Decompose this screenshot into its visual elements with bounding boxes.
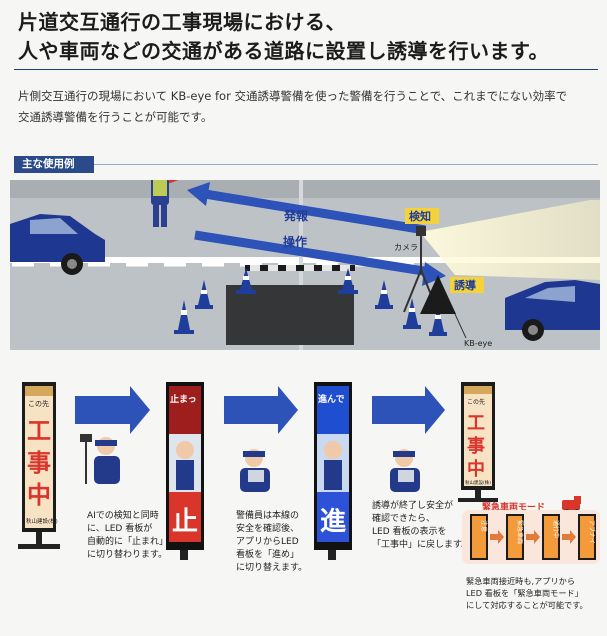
led-sign-2: [166, 382, 204, 560]
step-flow: この先 工 事 中 秋山建設(株) 止まっ 止 進んで 進: [18, 382, 581, 560]
caption-step-2: 警備員は本線の 安全を確認後、 アプリからLED 看板を「進め」 に切り替えます…: [236, 511, 308, 573]
car-right: [505, 280, 600, 341]
kenchi-label-bg: [405, 208, 439, 224]
detection-beam: [420, 200, 600, 280]
cone-3: [236, 268, 256, 294]
sign-4-char-2: 事: [467, 435, 485, 457]
caption-emergency: 緊急車両接近時も,アプリから LED 看板を「緊急車両モード」 にして対応するこ…: [466, 576, 588, 610]
barrier: [245, 265, 355, 271]
title-rule: [14, 69, 598, 70]
sign-3-top: 進んで: [318, 393, 345, 405]
kb-eye-device: [403, 226, 467, 339]
step-arrow-2: [224, 386, 298, 434]
emergency-sign-4: [578, 514, 596, 560]
emergency-sign-2-text: 緊急車両: [516, 520, 524, 544]
led-sign-3: [314, 382, 352, 560]
headline-line-2: 人や車両などの交通がある道路に設置し誘導を行います。: [18, 39, 549, 63]
caption-step-1: AIでの検知と同時 に、LED 看板が 自動的に「止まれ」 に切り替わります。: [87, 511, 169, 560]
emergency-mode-panel: 注意 緊急車両 通行中 アブナイ: [462, 510, 600, 564]
label-kb-eye: KB-eye: [464, 339, 492, 348]
emergency-sign-3: [542, 514, 560, 560]
cone-7: [429, 305, 447, 336]
cone-5: [375, 280, 393, 309]
intro-line-1: 片側交互通行の現場において KB-eye for 交通誘導警備を使った警備を行う…: [18, 89, 568, 103]
emergency-signs: 注意 緊急車両 通行中 アブナイ: [470, 514, 596, 560]
emergency-sign-2: [506, 514, 524, 560]
sign-1-char-3: 中: [27, 481, 51, 509]
emergency-sign-1-text: 注意: [480, 520, 488, 532]
usage-tag: 主な使用例: [14, 156, 94, 173]
label-yuudou: 誘導: [454, 278, 476, 292]
headline: 片道交互通行の工事現場における、 人や車両などの交通がある道路に設置し誘導を行い…: [18, 8, 598, 66]
label-kenchi: 検知: [409, 209, 431, 223]
cone-2: [195, 280, 213, 309]
sign-1-footer: 秋山建設(株): [26, 517, 58, 525]
guard-with-camera: [80, 434, 120, 484]
emergency-sign-3-text: 通行中: [552, 520, 560, 538]
emergency-arrow-1: [490, 530, 504, 544]
label-hatsuhou: 発報: [283, 208, 309, 223]
operation-arrow: [194, 230, 431, 277]
guard-figure: [151, 180, 179, 227]
label-sousa: 操作: [283, 234, 307, 249]
alert-arrow-head: [187, 182, 210, 206]
sign-2-big: 止: [172, 507, 198, 537]
led-sign-1: [18, 382, 60, 549]
sign-1-char-2: 事: [27, 449, 51, 477]
intro-text: 片側交互通行の現場において KB-eye for 交通誘導警備を使った警備を行う…: [18, 86, 598, 128]
step-arrow-3: [372, 386, 445, 434]
cone-6: [403, 298, 421, 329]
emergency-sign-4-text: アブナイ: [588, 520, 596, 544]
caption-step-3: 誘導が終了し安全が 確認できたら、 LED 看板の表示を 「工事中」に戻します。: [372, 501, 471, 550]
headline-line-1: 片道交互通行の工事現場における、: [18, 10, 346, 34]
sign-4-footer: 秋山建設(株): [465, 479, 491, 486]
label-camera: カメラ: [394, 243, 418, 252]
sign-4-top: この先: [467, 398, 485, 406]
sign-2-top: 止まっ: [170, 393, 197, 405]
alert-arrow: [204, 189, 426, 235]
led-sign-4: [458, 382, 498, 502]
intro-line-2: 交通誘導警備を行うことが可能です。: [18, 110, 213, 124]
sign-4-char-3: 中: [467, 458, 485, 480]
emergency-arrow-2: [526, 530, 540, 544]
guard-with-tablet: [240, 449, 270, 492]
road-shoulder: [10, 180, 600, 198]
sign-4-char-1: 工: [467, 413, 485, 434]
step-arrow-1: [75, 386, 150, 434]
sign-3-big: 進: [320, 507, 346, 537]
yuudou-label-bg: [450, 277, 484, 293]
usage-tag-rule: [94, 164, 598, 165]
operation-arrow-head: [422, 262, 446, 286]
sign-1-top: この先: [28, 399, 49, 408]
cone-4: [338, 268, 358, 294]
cone-1: [174, 300, 194, 334]
road-scene-illustration: 発報 操作 検知 カメラ 誘導 KB-eye: [10, 180, 600, 350]
guard-with-tablet-2: [390, 449, 420, 492]
lane-divider: [10, 257, 600, 263]
car-left: [10, 214, 105, 275]
emergency-arrow-3: [562, 530, 576, 544]
work-zone: [226, 285, 354, 345]
emergency-sign-1: [470, 514, 488, 560]
emergency-mode-title: 緊急車両モード: [482, 503, 546, 513]
sign-1-char-1: 工: [27, 417, 51, 445]
